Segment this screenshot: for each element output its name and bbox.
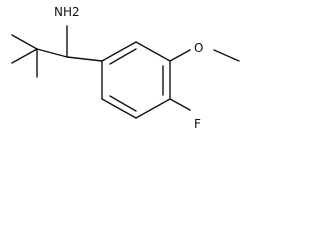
bond-ring-to-fluorine: [169, 98, 191, 111]
bond-methoxy-oxygen-to-methyl: [213, 49, 240, 62]
bond-tbutyl-to-chiral-carbon: [36, 48, 68, 58]
ring-double-bond-3: [109, 95, 137, 112]
amine-label: NH2: [54, 5, 80, 19]
methoxy-oxygen-label: O: [194, 41, 203, 55]
bond-tbutyl-methyl-left: [11, 48, 38, 64]
molecule-drawing: NH2 O F: [11, 5, 240, 131]
chemical-structure-canvas: NH2 O F: [0, 0, 248, 136]
bond-group: [11, 25, 240, 119]
ring-double-bond-1: [109, 48, 137, 65]
bond-chiral-carbon-to-ring: [66, 56, 103, 62]
fluorine-label: F: [194, 117, 201, 131]
ring-bond-2: [135, 41, 171, 62]
ring-bond-5: [101, 98, 137, 119]
ring-bond-4: [135, 98, 171, 119]
ring-bond-1: [101, 41, 137, 62]
bond-tbutyl-methyl-top: [11, 34, 38, 50]
bond-ring-to-methoxy-oxygen: [169, 49, 191, 62]
